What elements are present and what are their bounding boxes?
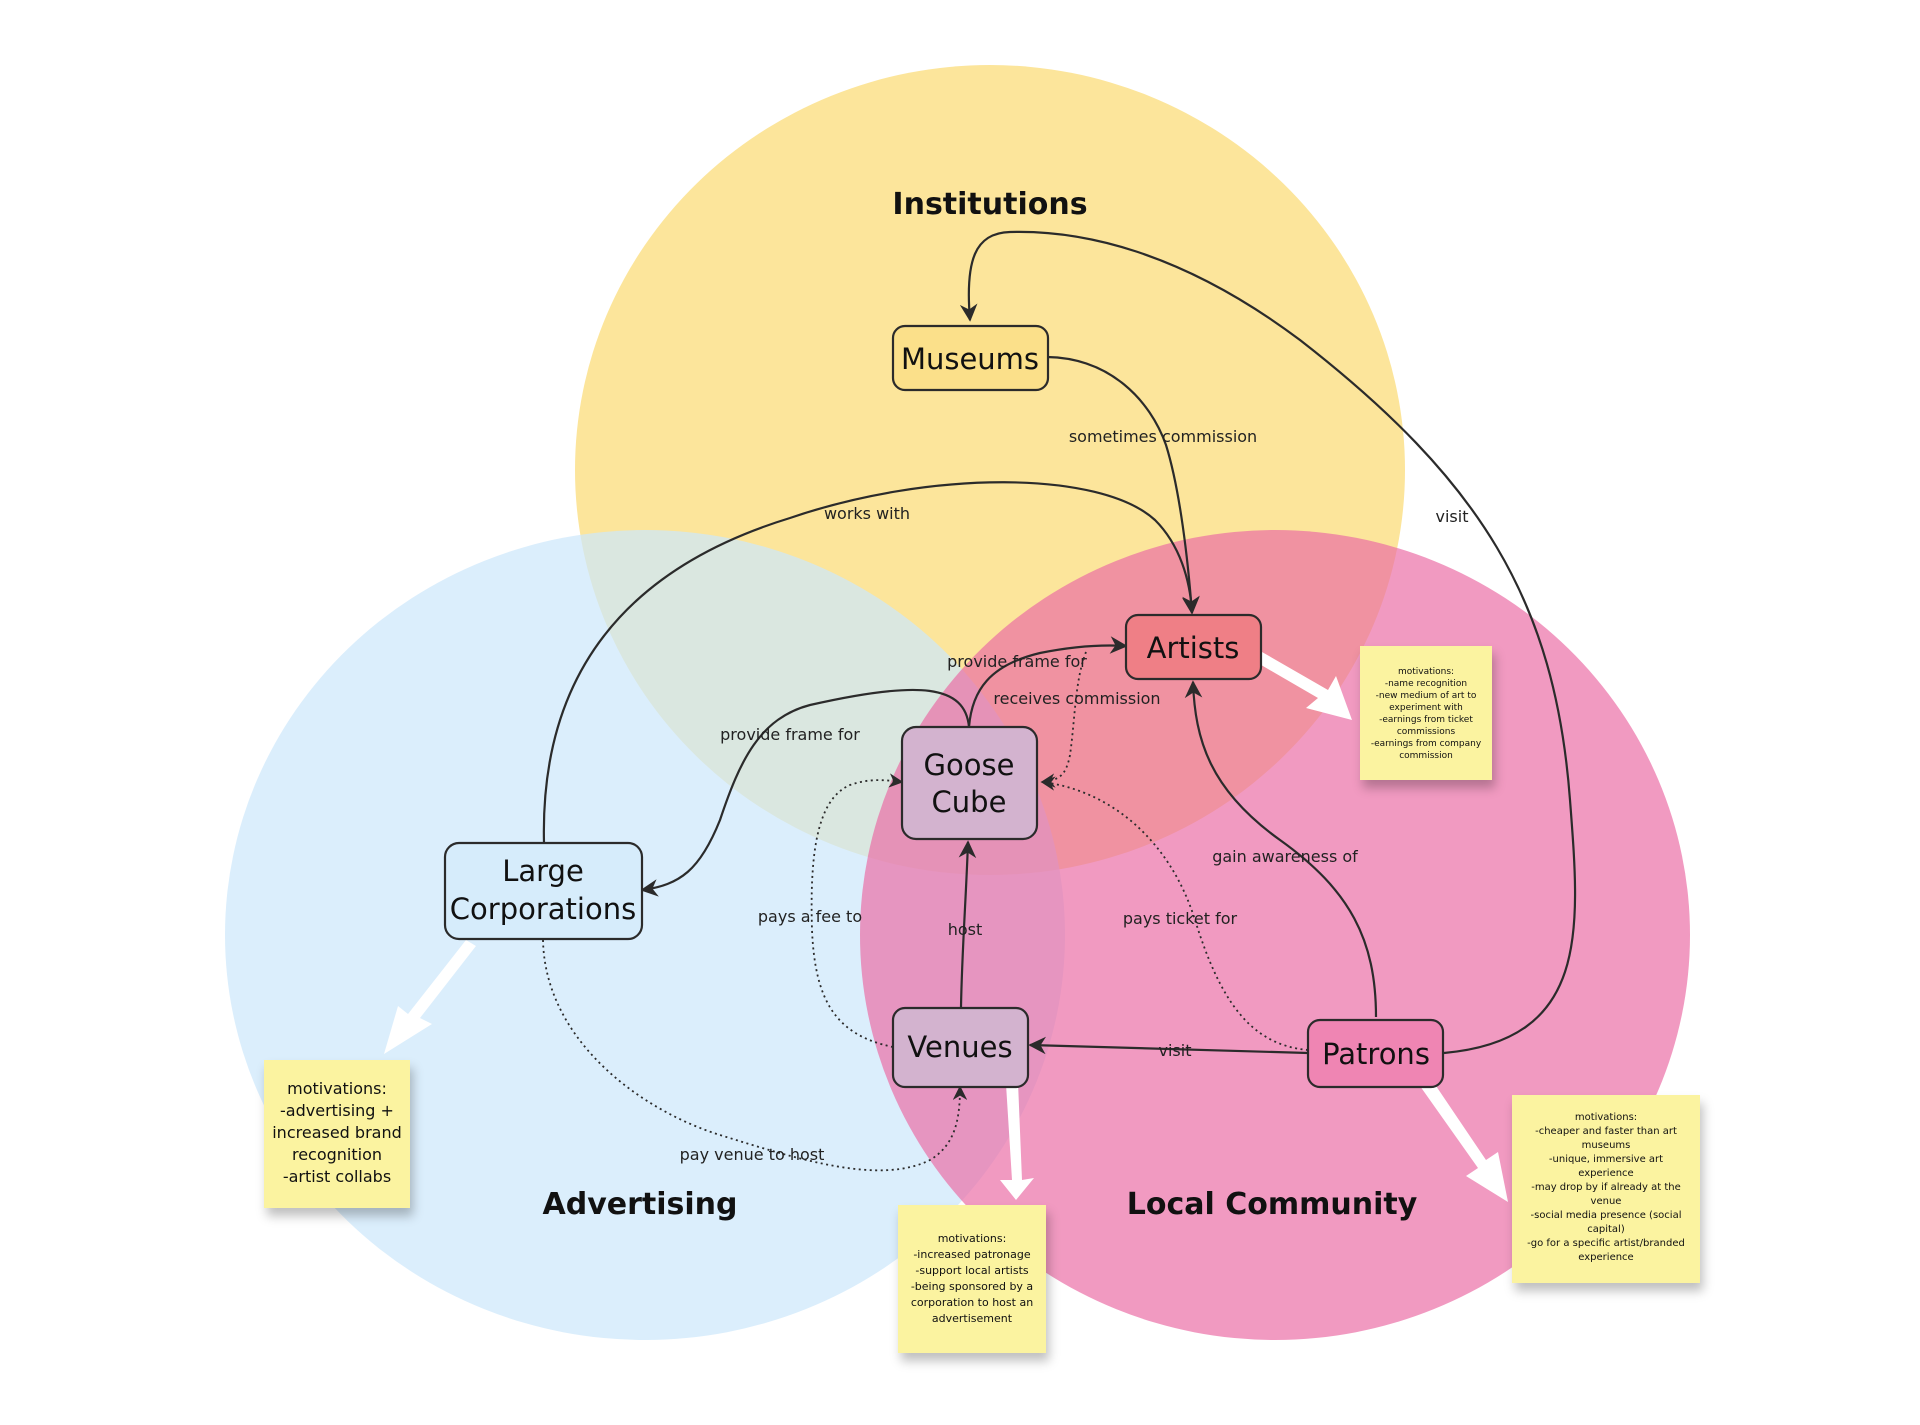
node-patrons[interactable]: Patrons [1306, 1018, 1445, 1089]
note-line: motivations: [937, 1232, 1007, 1245]
edges [542, 230, 1577, 1172]
note-line: capital) [1587, 1224, 1625, 1235]
advertising-circle [225, 530, 1065, 1340]
patrons-note-arrow [1420, 1080, 1508, 1202]
note-line: -earnings from ticket [1379, 715, 1473, 725]
edge-visit-venues [1028, 1036, 1309, 1055]
venues-motivation-note: motivations: -increased patronage -suppo… [898, 1205, 1046, 1353]
note-line: -support local artists [915, 1264, 1029, 1277]
note-line: corporation to host an [910, 1296, 1034, 1309]
motivation-arrows [384, 652, 1508, 1202]
note-line: experiment with [1389, 703, 1463, 713]
note-line: advertisement [931, 1312, 1013, 1325]
label-gain-awareness: gain awareness of [1212, 847, 1358, 866]
edge-host [958, 840, 977, 1008]
label-visit-museums: visit [1436, 507, 1469, 526]
label-works-with: works with [824, 504, 910, 523]
note-line: commissions [1396, 727, 1456, 737]
node-museums-label: Museums [901, 342, 1039, 376]
note-line: experience [1578, 1252, 1634, 1263]
advertising-title: Advertising [543, 1187, 738, 1222]
artists-note-arrow [1256, 652, 1352, 720]
node-goose-cube[interactable]: Goose Cube [900, 725, 1039, 841]
edge-pay-venue [542, 939, 968, 1172]
node-artists-label: Artists [1147, 631, 1240, 665]
edge-works-with [542, 481, 1200, 844]
label-pays-ticket: pays ticket for [1123, 909, 1238, 928]
note-line: -advertising + [280, 1101, 394, 1120]
edge-gain-awareness [1184, 680, 1378, 1018]
note-line: -earnings from company [1370, 739, 1482, 749]
edge-pays-a-fee [810, 773, 904, 1048]
note-line: experience [1578, 1168, 1634, 1179]
node-patrons-label: Patrons [1322, 1037, 1430, 1071]
corporations-motivation-note: motivations: -advertising + increased br… [264, 1060, 410, 1208]
label-provide-frame-artists: provide frame for [947, 652, 1087, 671]
edge-visit-museums [959, 230, 1577, 1055]
venues-note-arrow [1000, 1082, 1034, 1200]
label-pay-venue: pay venue to host [680, 1145, 825, 1164]
note-line: -name recognition [1384, 679, 1468, 689]
note-line: motivations: [1397, 667, 1455, 677]
note-line: recognition [291, 1145, 383, 1164]
label-provide-frame-corporations: provide frame for [720, 725, 860, 744]
label-pays-a-fee: pays a fee to [758, 907, 862, 926]
note-line: -social media presence (social [1530, 1210, 1682, 1221]
node-venues[interactable]: Venues [891, 1006, 1030, 1089]
note-line: -new medium of art to [1375, 691, 1477, 701]
note-line: increased brand [272, 1123, 402, 1142]
corporations-note-arrow [384, 940, 476, 1054]
note-line: -unique, immersive art [1548, 1154, 1664, 1165]
label-sometimes-commission: sometimes commission [1069, 427, 1257, 446]
node-goose-cube-line1: Goose [924, 748, 1015, 782]
note-line: -being sponsored by a [910, 1280, 1034, 1293]
institutions-title: Institutions [892, 187, 1087, 222]
edge-provide-frame-corporations [640, 688, 971, 897]
note-line: motivations: [1574, 1112, 1638, 1123]
note-line: commission [1399, 751, 1453, 761]
note-line: -go for a specific artist/branded [1527, 1238, 1685, 1249]
node-goose-cube-line2: Cube [932, 785, 1007, 819]
edge-receives-commission [1040, 651, 1087, 788]
note-line: venue [1590, 1196, 1622, 1207]
patrons-motivation-note: motivations: -cheaper and faster than ar… [1512, 1095, 1700, 1283]
note-line: -artist collabs [282, 1167, 392, 1186]
label-visit-venues: visit [1159, 1041, 1192, 1060]
note-line: -cheaper and faster than art [1535, 1126, 1677, 1137]
node-large-corporations-line1: Large [502, 854, 584, 888]
node-museums[interactable]: Museums [891, 324, 1050, 392]
edge-provide-frame-artists [967, 636, 1128, 728]
local-community-title: Local Community [1127, 1187, 1418, 1222]
label-receives-commission: receives commission [993, 689, 1160, 708]
note-line: -may drop by if already at the [1531, 1182, 1681, 1193]
node-large-corporations[interactable]: Large Corporations [443, 841, 644, 941]
node-large-corporations-line2: Corporations [450, 892, 636, 926]
note-line: -increased patronage [913, 1248, 1031, 1261]
edge-sometimes-commission [1046, 355, 1200, 615]
node-artists[interactable]: Artists [1124, 613, 1263, 681]
note-line: motivations: [287, 1079, 387, 1098]
edge-labels: sometimes commission works with visit pr… [680, 427, 1469, 1164]
artists-motivation-note: motivations: -name recognition -new medi… [1360, 646, 1492, 780]
note-line: museums [1581, 1140, 1631, 1151]
node-venues-label: Venues [907, 1030, 1012, 1064]
label-host: host [948, 920, 983, 939]
